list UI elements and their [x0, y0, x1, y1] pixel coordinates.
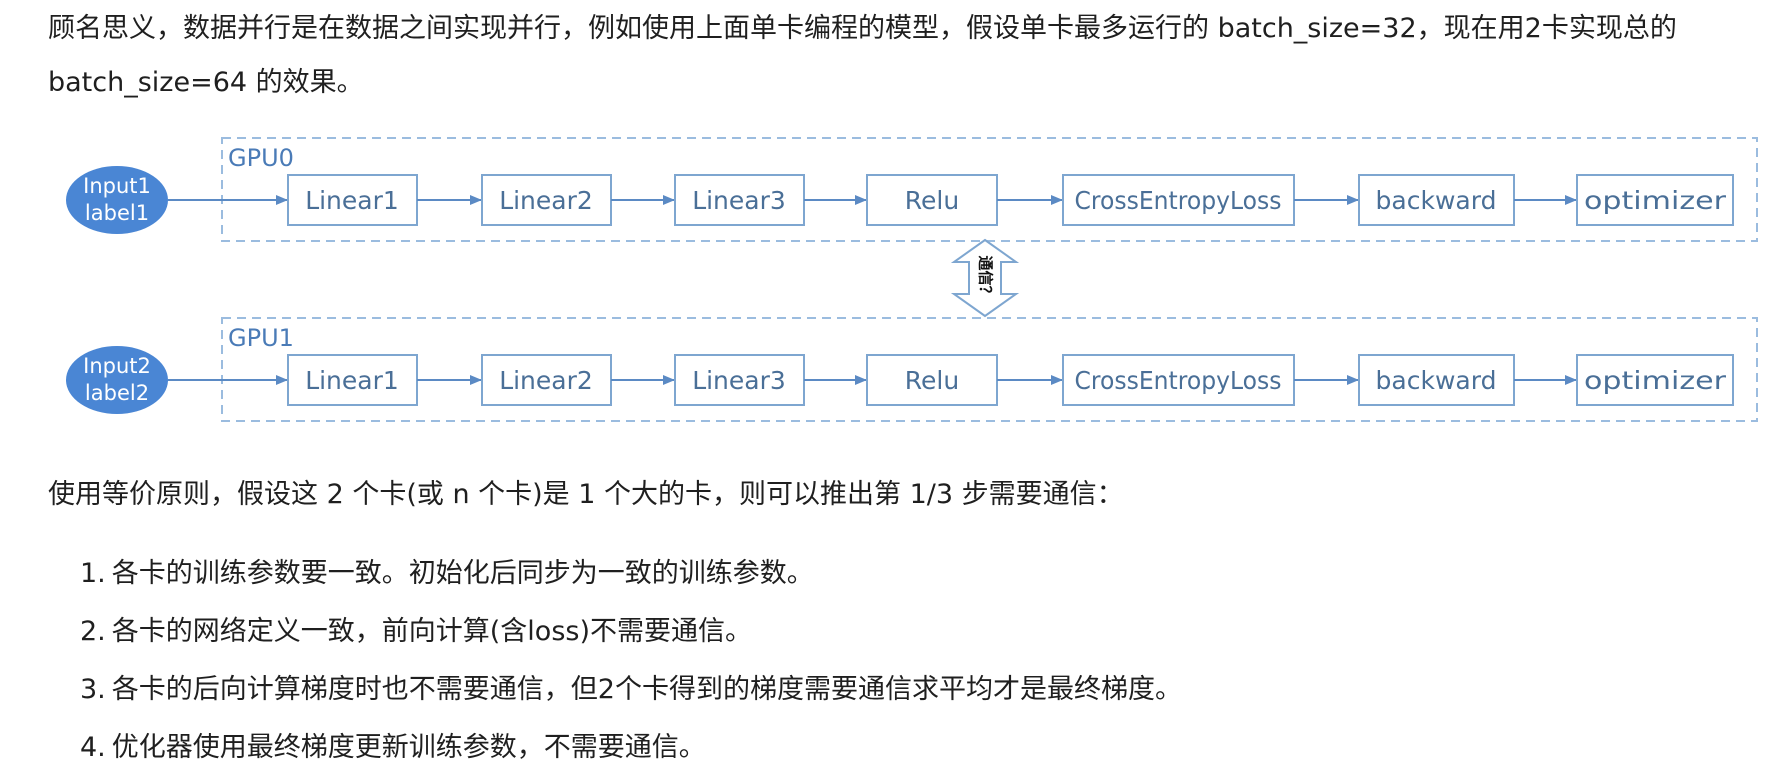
list-item-number: 4.: [80, 732, 106, 763]
gpu0-step-crossentropyloss: CrossEntropyLoss: [1062, 174, 1295, 226]
gpu0-step-label: Linear1: [305, 186, 399, 215]
gpu0-frame: [221, 137, 1758, 242]
double-arrow-icon: [950, 238, 1020, 318]
gpu1-step-linear2: Linear2: [481, 354, 612, 406]
list-item-text: 各卡的训练参数要一致。初始化后同步为一致的训练参数。: [111, 558, 814, 589]
list-item: 4.优化器使用最终梯度更新训练参数，不需要通信。: [48, 719, 1182, 777]
gpu1-step-optimizer: optimizer: [1576, 354, 1734, 406]
list-item-number: 1.: [80, 558, 106, 589]
gpu1-step-backward: backward: [1358, 354, 1515, 406]
gpu0-step-label: Relu: [905, 186, 959, 215]
gpu0-input-sublabel: label1: [85, 201, 149, 225]
summary-paragraph: 使用等价原则，假设这 2 个卡(或 n 个卡)是 1 个大的卡，则可以推出第 1…: [48, 479, 1124, 510]
list-item-number: 2.: [80, 616, 106, 647]
gpu0-step-backward: backward: [1358, 174, 1515, 226]
gpu1-input-label: Input2: [83, 354, 151, 378]
gpu0-input-label: Input1: [83, 174, 151, 198]
gpu1-step-label: Relu: [905, 366, 959, 395]
gpu1-step-label: CrossEntropyLoss: [1075, 366, 1282, 395]
gpu1-step-relu: Relu: [866, 354, 998, 406]
gpu1-frame: [221, 317, 1758, 422]
gpu1-step-label: optimizer: [1584, 366, 1727, 395]
gpu1-step-crossentropyloss: CrossEntropyLoss: [1062, 354, 1295, 406]
gpu0-label: GPU0: [228, 144, 294, 172]
gpu1-step-linear3: Linear3: [674, 354, 805, 406]
data-parallel-diagram: GPU0 Input1 label1 Linear1 Linear2 Linea…: [66, 137, 1758, 422]
communication-label: 通信？: [977, 255, 995, 300]
gpu0-step-label: backward: [1376, 186, 1497, 215]
gpu0-row: GPU0 Input1 label1 Linear1 Linear2 Linea…: [66, 137, 1758, 242]
list-item: 1.各卡的训练参数要一致。初始化后同步为一致的训练参数。: [48, 545, 1182, 603]
list-item-text: 各卡的后向计算梯度时也不需要通信，但2个卡得到的梯度需要通信求平均才是最终梯度。: [111, 674, 1182, 705]
gpu0-step-label: Linear3: [692, 186, 786, 215]
gpu0-step-linear2: Linear2: [481, 174, 612, 226]
gpu0-step-optimizer: optimizer: [1576, 174, 1734, 226]
gpu1-input-sublabel: label2: [85, 381, 149, 405]
gpu1-row: GPU1 Input2 label2 Linear1 Linear2 Linea…: [66, 317, 1758, 422]
intro-paragraph: 顾名思义，数据并行是在数据之间实现并行，例如使用上面单卡编程的模型，假设单卡最多…: [48, 13, 1677, 98]
gpu1-input-ellipse: [66, 346, 168, 414]
list-item-text: 优化器使用最终梯度更新训练参数，不需要通信。: [111, 732, 706, 763]
gpu0-step-label: Linear2: [499, 186, 593, 215]
gpu1-step-label: backward: [1376, 366, 1497, 395]
communication-arrow: 通信？: [950, 238, 1020, 318]
list-item-number: 3.: [80, 674, 106, 705]
gpu0-input-ellipse: [66, 166, 168, 234]
gpu1-step-label: Linear2: [499, 366, 593, 395]
gpu0-step-label: optimizer: [1584, 186, 1727, 215]
gpu1-label: GPU1: [228, 324, 294, 352]
list-item: 3.各卡的后向计算梯度时也不需要通信，但2个卡得到的梯度需要通信求平均才是最终梯…: [48, 661, 1182, 719]
gpu1-step-label: Linear1: [305, 366, 399, 395]
gpu1-step-linear1: Linear1: [287, 354, 418, 406]
gpu0-step-relu: Relu: [866, 174, 998, 226]
gpu0-step-linear3: Linear3: [674, 174, 805, 226]
numbered-list: 1.各卡的训练参数要一致。初始化后同步为一致的训练参数。 2.各卡的网络定义一致…: [48, 545, 1182, 777]
gpu0-step-linear1: Linear1: [287, 174, 418, 226]
gpu1-step-label: Linear3: [692, 366, 786, 395]
list-item: 2.各卡的网络定义一致，前向计算(含loss)不需要通信。: [48, 603, 1182, 661]
list-item-text: 各卡的网络定义一致，前向计算(含loss)不需要通信。: [111, 616, 752, 647]
gpu0-step-label: CrossEntropyLoss: [1075, 186, 1282, 215]
